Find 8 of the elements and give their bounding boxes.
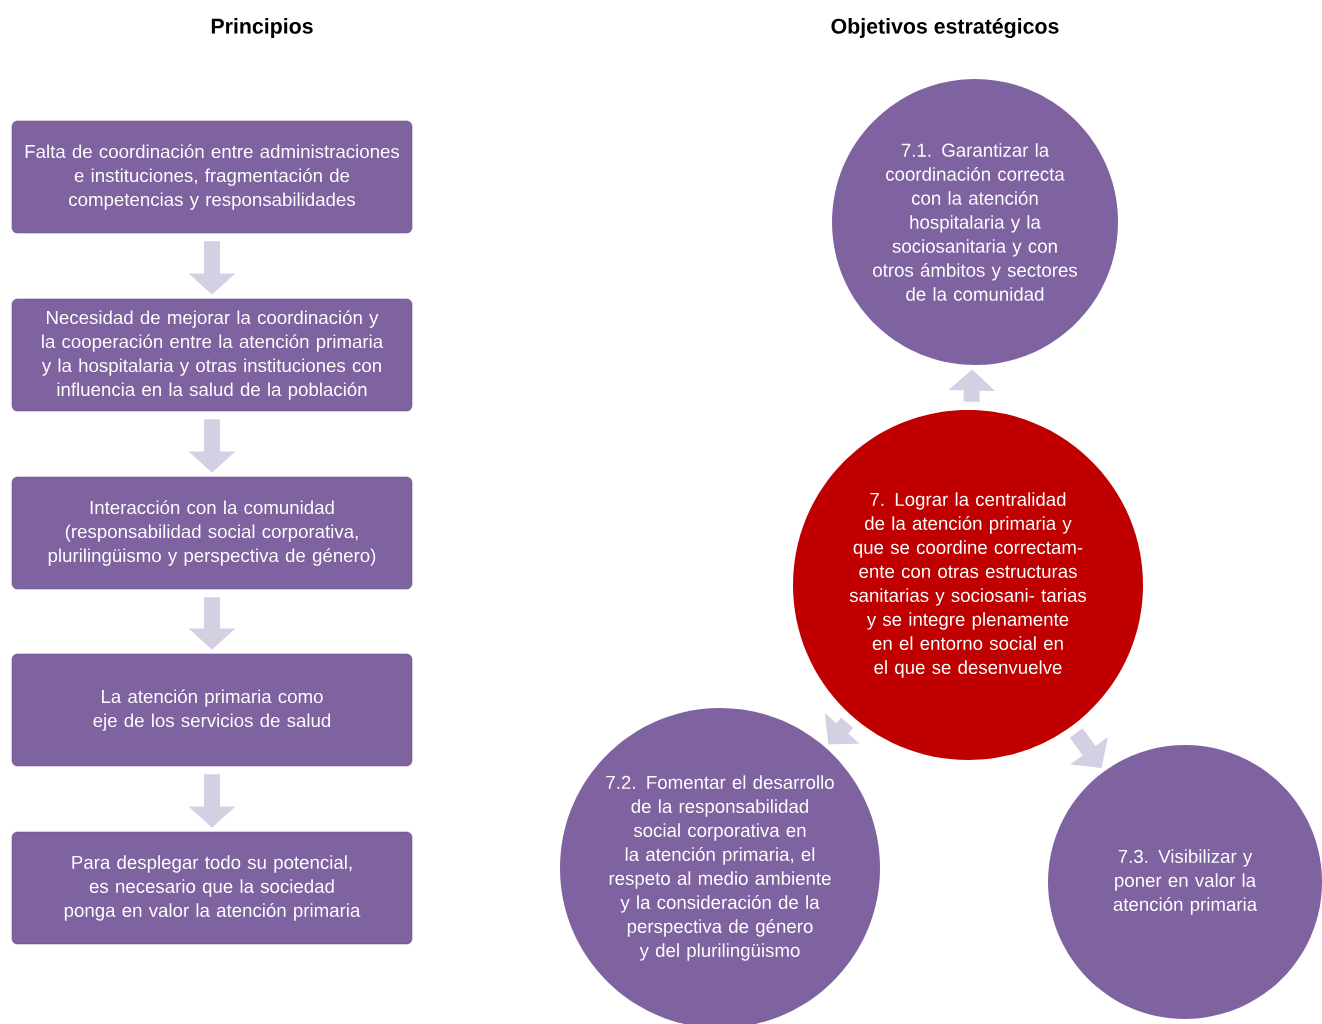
process-box: Falta de coordinación entre administraciones e instituciones, fragmentación de competencias y responsabilidades (11, 120, 413, 234)
block-arrow (1069, 728, 1108, 768)
column-heading: Principios (211, 18, 313, 38)
process-box: Necesidad de mejorar la coordinación y la cooperación entre la atención primaria y la hospitalaria y otras instituciones con influencia en la salud de la población (11, 298, 413, 412)
process-box: Para desplegar todo su potencial, es necesario que la sociedad ponga en valor la atención primaria (11, 831, 413, 945)
column-heading: Objetivos estratégicos (831, 17, 1059, 39)
process-box: Interacción con la comunidad (responsabilidad social corporativa, plurilingüismo y perspectiva de género) (11, 476, 413, 590)
process-box: La atención primaria como eje de los servicios de salud (11, 653, 413, 767)
